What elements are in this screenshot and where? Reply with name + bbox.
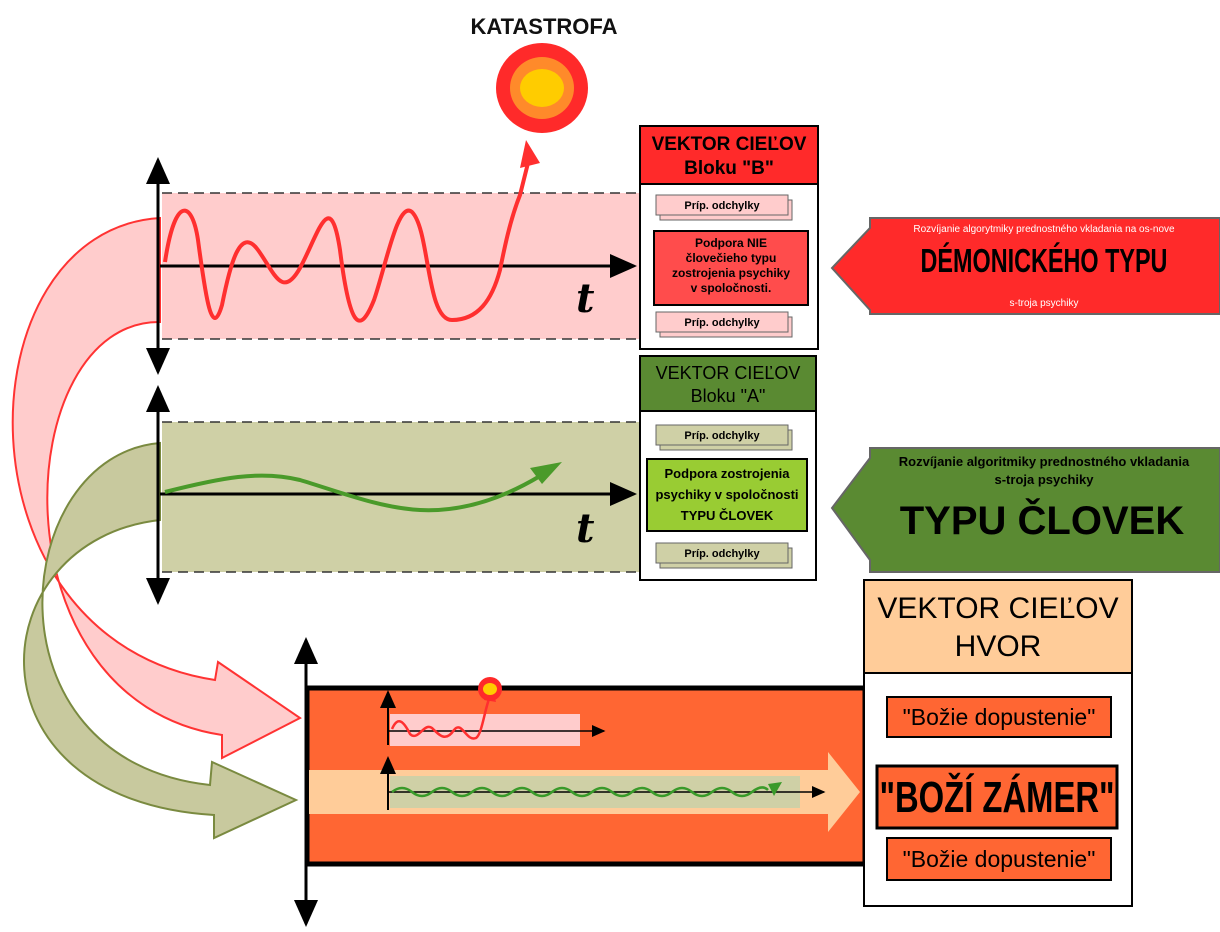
block-b-main-line3: zostrojenia psychiky	[672, 266, 790, 280]
block-a-main-line2: psychiky v spoločnosti	[655, 487, 798, 502]
pink-curved-arrow	[11, 216, 302, 760]
catastrophe-label: KATASTROFA	[470, 14, 617, 39]
hvor-goal-header	[863, 579, 1133, 674]
block-a-deviation-bottom: Príp. odchylky	[684, 548, 760, 560]
block-a-title-line1: VEKTOR CIEĽOV	[656, 363, 801, 383]
block-a-arrow-big: TYPU ČLOVEK	[900, 497, 1185, 543]
block-b-wave-arrowhead	[520, 140, 540, 168]
hvor-mini-red-band	[390, 714, 580, 746]
block-b-main-line2: človečieho typu	[686, 251, 777, 265]
block-a-main-line1: Podpora zostrojenia	[665, 466, 791, 481]
block-b-title-line1: VEKTOR CIEĽOV	[652, 134, 807, 155]
block-a-band	[162, 422, 640, 572]
block-a-time-label: t	[576, 505, 595, 552]
hvor-intent-box	[875, 764, 1119, 830]
block-a-arrow-line1: Rozvíjanie algoritmiky prednostného vkla…	[899, 454, 1190, 469]
block-a-wave-line	[164, 473, 542, 513]
hvor-mini-green-wave	[391, 786, 769, 798]
block-a-main-box	[646, 458, 808, 532]
block-a-title-line2: Bloku "A"	[691, 386, 766, 406]
block-b-main-line1: Podpora NIE	[695, 236, 767, 250]
hvor-permission-bottom-box	[886, 837, 1112, 881]
block-b-main-line4: v spoločnosti.	[691, 281, 772, 295]
block-b-arrow-line1: Rozvíjanie algorytmiky prednostného vkla…	[913, 224, 1175, 235]
hvor-permission-bottom: "Božie dopustenie"	[903, 846, 1096, 872]
block-a-goal-header	[639, 355, 817, 412]
hvor-title-line1: VEKTOR CIEĽOV	[877, 592, 1118, 625]
block-b-wave-line	[163, 154, 532, 323]
block-b-time-label: t	[576, 275, 595, 322]
hvor-mini-red-wave	[390, 695, 492, 740]
block-b-arrow-line3: s-troja psychiky	[1010, 298, 1079, 309]
block-b-deviation-bottom: Príp. odchylky	[684, 317, 760, 329]
hvor-title-line2: HVOR	[955, 630, 1042, 663]
hvor-permission-top: "Božie dopustenie"	[903, 704, 1096, 730]
block-b-main-box	[653, 230, 809, 306]
block-b-title-line2: Bloku "B"	[684, 158, 774, 179]
block-b-deviation-top: Príp. odchylky	[684, 200, 760, 212]
block-b-arrow-big: DÉMONICKÉHO TYPU	[921, 241, 1168, 280]
block-a-input-arrow	[830, 447, 1220, 573]
block-b-goal-header	[639, 125, 819, 185]
block-a-deviation-top: Príp. odchylky	[684, 430, 760, 442]
hvor-intent: "BOŽÍ ZÁMER"	[879, 772, 1114, 822]
block-a-main-line3: TYPU ČLOVEK	[681, 508, 774, 523]
block-a-wave-arrowhead	[530, 462, 562, 484]
block-b-input-arrow	[830, 217, 1220, 315]
hvor-permission-top-box	[886, 696, 1112, 738]
olive-curved-arrow	[23, 441, 299, 840]
block-a-arrow-line2: s-troja psychiky	[995, 472, 1095, 487]
